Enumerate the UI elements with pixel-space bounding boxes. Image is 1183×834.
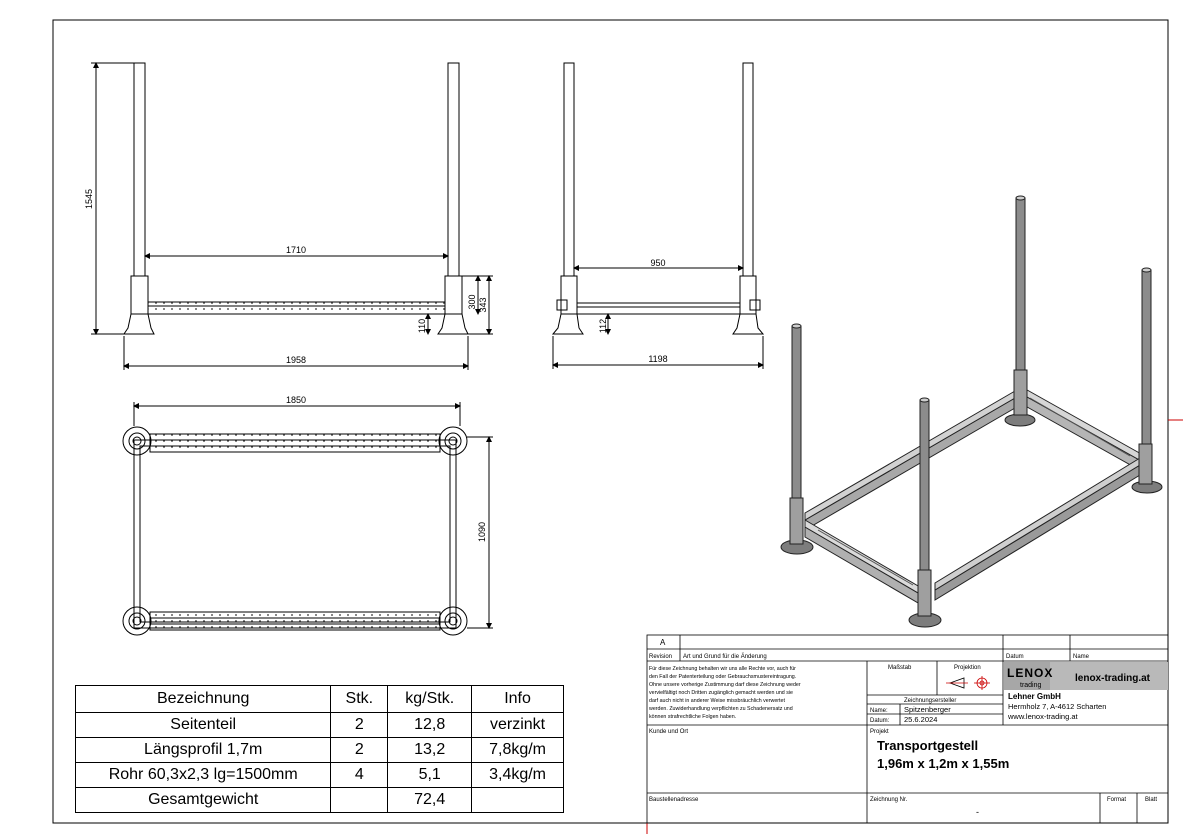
col-header-weight: kg/Stk. [387, 685, 473, 713]
cell-quantity: 2 [330, 712, 389, 738]
drawing-number-label: Zeichnung Nr. [870, 797, 908, 803]
name-label: Name [1073, 654, 1090, 660]
top-width-dim: 1850 [286, 395, 306, 405]
project-dimensions: 1,96m x 1,2m x 1,55m [877, 756, 1009, 771]
creator-label: Zeichnungsersteller [904, 698, 956, 704]
svg-text:vervielfältigt noch Dritten zu: vervielfältigt noch Dritten zugänglich g… [649, 690, 793, 696]
cell-info: verzinkt [471, 712, 564, 738]
company-address: Hermholz 7, A-4612 Scharten [1008, 702, 1106, 711]
cell-weight: 5,1 [387, 762, 473, 788]
cell-quantity: 4 [330, 762, 389, 788]
cell-quantity: 2 [330, 737, 389, 763]
title-block [646, 634, 1169, 824]
front-frame-height-dim: 343 [478, 297, 488, 312]
svg-text:darf auch nicht in anderer Wei: darf auch nicht in anderer Weise missbrä… [649, 698, 785, 704]
front-inner-width-dim: 1710 [286, 245, 306, 255]
revision-label: Revision [649, 654, 672, 660]
side-base-width-dim: 1198 [648, 354, 667, 364]
project-title: Transportgestell [877, 738, 978, 753]
front-base-width-dim: 1958 [286, 355, 306, 365]
scale-label: Maßstab [888, 665, 912, 671]
side-inner-width-dim: 950 [650, 258, 665, 268]
front-height-dim: 1545 [84, 189, 94, 209]
svg-text:Für diese Zeichnung behalten w: Für diese Zeichnung behalten wir uns all… [649, 666, 796, 672]
company-web: www.lenox-trading.at [1007, 712, 1079, 721]
date-label: Datum [1006, 654, 1024, 660]
top-depth-dim: 1090 [477, 522, 487, 542]
side-view [551, 62, 765, 369]
front-post-base-dim: 300 [467, 294, 477, 309]
total-info-empty [471, 787, 564, 813]
table-row: Längsprofil 1,7m 2 13,2 7,8kg/m [74, 737, 564, 763]
creator-name: Spitzenberger [904, 705, 951, 714]
creator-name-label: Name: [870, 708, 888, 714]
customer-label: Kunde und Ort [649, 729, 688, 735]
project-label: Projekt [870, 729, 889, 735]
cell-weight: 13,2 [387, 737, 473, 763]
cell-info: 7,8kg/m [471, 737, 564, 763]
table-header-row: Bezeichnung Stk. kg/Stk. Info [74, 685, 564, 713]
cell-designation: Seitenteil [74, 712, 332, 738]
projection-label: Projektion [954, 665, 981, 671]
table-row: Seitenteil 2 12,8 verzinkt [74, 712, 564, 738]
copyright-notice: Für diese Zeichnung behalten wir uns all… [649, 666, 801, 720]
sheet-label: Blatt [1145, 797, 1157, 803]
revision-letter: A [660, 638, 666, 647]
total-label: Gesamtgewicht [74, 787, 332, 813]
change-label: Art und Grund für die Änderung [683, 653, 767, 660]
bill-of-materials-table: Bezeichnung Stk. kg/Stk. Info Seitenteil… [74, 685, 564, 813]
sheet-border [52, 19, 1169, 824]
site-label: Baustellenadresse [649, 797, 699, 803]
cell-designation: Längsprofil 1,7m [74, 737, 332, 763]
cell-designation: Rohr 60,3x2,3 lg=1500mm [74, 762, 332, 788]
cell-info: 3,4kg/m [471, 762, 564, 788]
svg-text:den Fall der Patenterteilung o: den Fall der Patenterteilung oder Gebrau… [649, 674, 796, 680]
svg-text:können strafrechtliche Folgen: können strafrechtliche Folgen haben. [649, 714, 736, 720]
top-view [122, 402, 493, 636]
col-header-info: Info [471, 685, 564, 713]
logo-text: LENOX [1007, 666, 1053, 680]
logo-sub: trading [1020, 682, 1042, 689]
isometric-view [780, 195, 1163, 628]
total-value: 72,4 [387, 787, 473, 813]
drawing-number: - [976, 807, 979, 817]
front-foot-dim: 110 [417, 319, 427, 333]
creator-date: 25.6.2024 [904, 715, 937, 724]
company-name: Lehner GmbH [1008, 692, 1061, 701]
svg-text:werden. Zuwiderhandlung verpfl: werden. Zuwiderhandlung verpflichten zu … [649, 706, 793, 712]
creator-date-label: Datum: [870, 718, 890, 724]
side-foot-dim: 112 [598, 319, 608, 333]
cell-weight: 12,8 [387, 712, 473, 738]
table-total-row: Gesamtgewicht 72,4 [74, 787, 564, 813]
format-label: Format [1107, 797, 1126, 803]
col-header-quantity: Stk. [330, 685, 389, 713]
total-quantity-empty [330, 787, 389, 813]
svg-text:Ohne unsere vorherige Zustimmu: Ohne unsere vorherige Zustimmung darf di… [649, 682, 801, 688]
col-header-designation: Bezeichnung [74, 685, 332, 713]
table-row: Rohr 60,3x2,3 lg=1500mm 4 5,1 3,4kg/m [74, 762, 564, 788]
website-banner: lenox-trading.at [1075, 673, 1151, 684]
front-view [91, 62, 493, 370]
